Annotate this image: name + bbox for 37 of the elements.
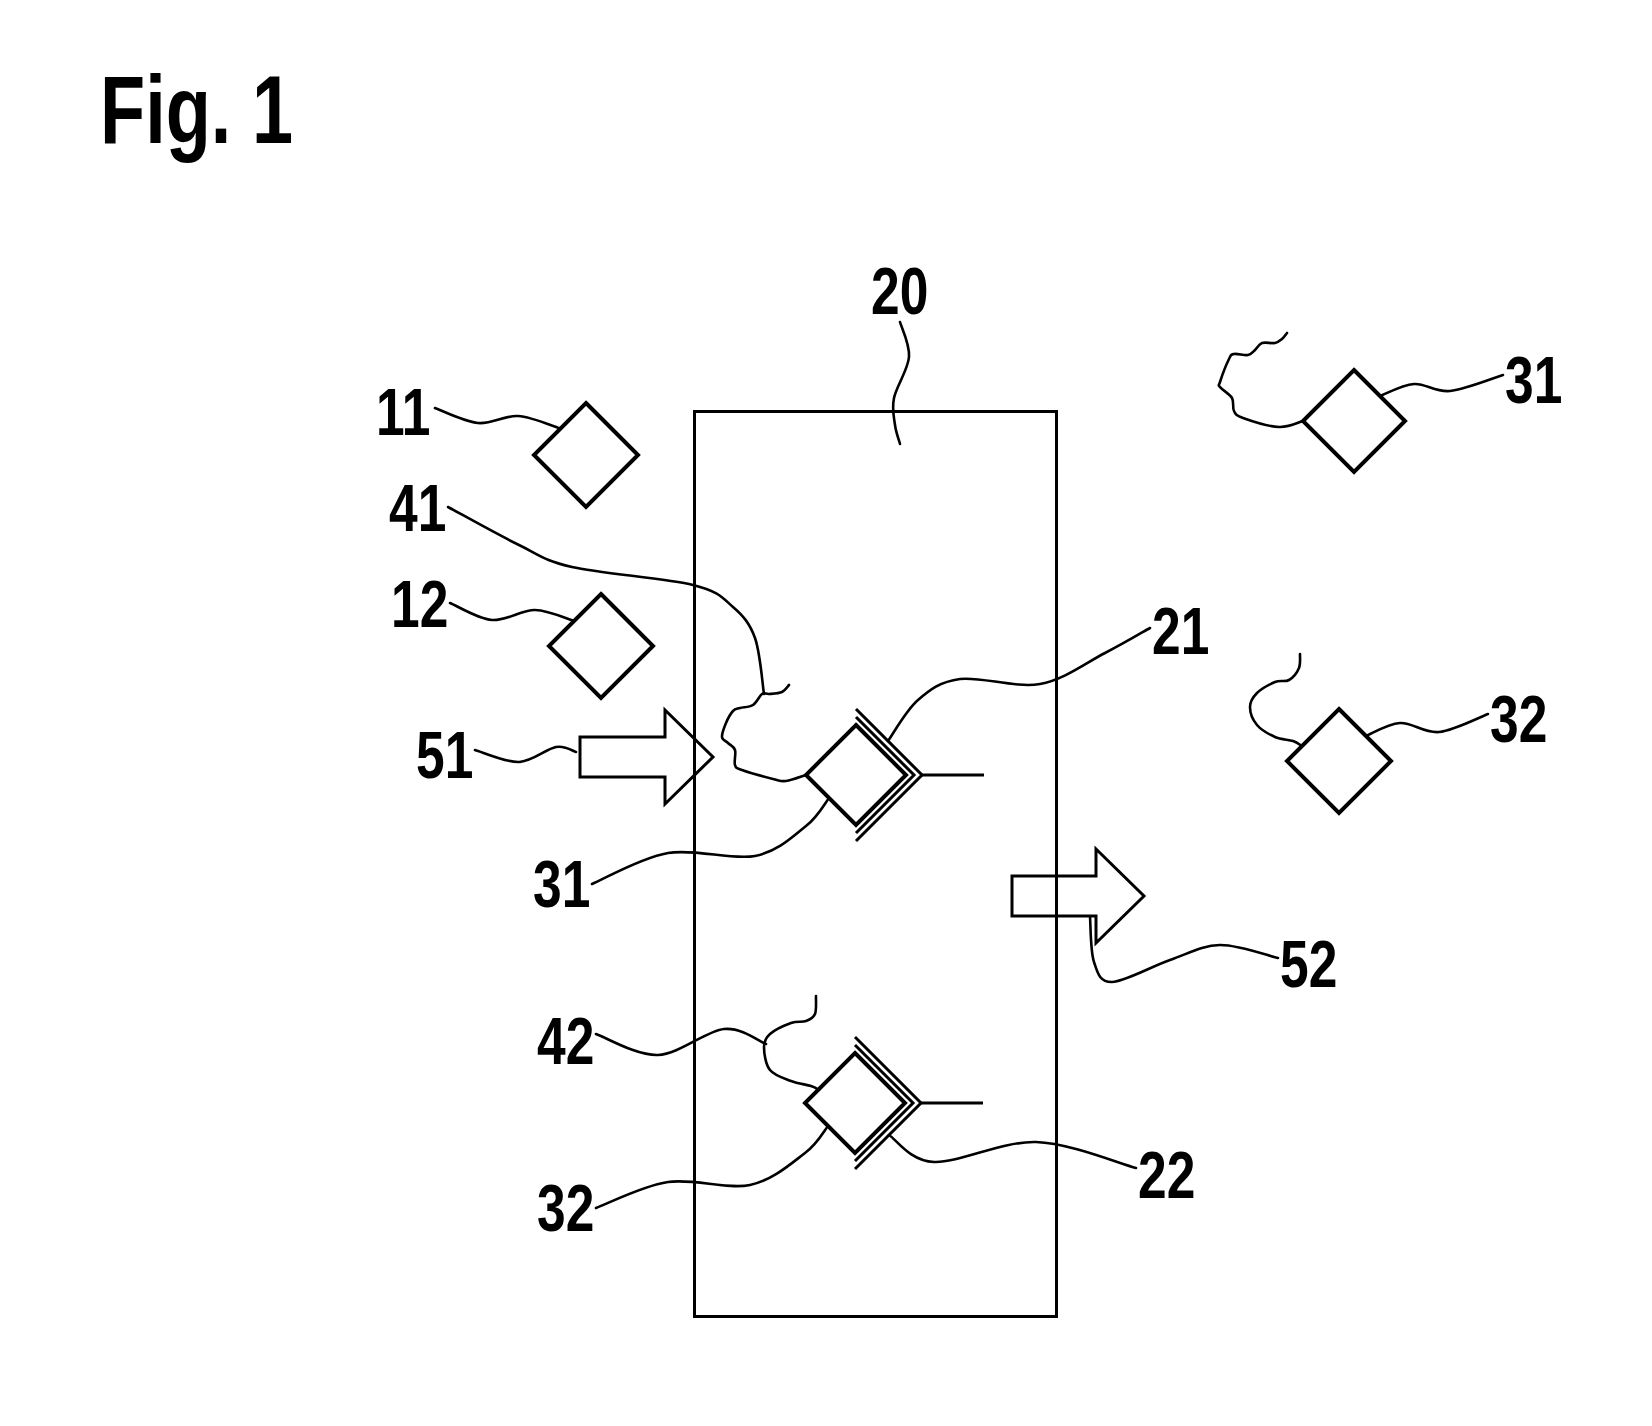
diamond-symbol xyxy=(803,722,909,828)
callout-number: 31 xyxy=(1505,340,1563,420)
leader-line xyxy=(887,1133,1138,1170)
leader-line xyxy=(1364,712,1490,738)
leader-line xyxy=(1378,373,1505,398)
diamond-symbol xyxy=(1300,367,1408,475)
block-arrow xyxy=(1010,845,1147,947)
leader-line xyxy=(594,1124,830,1210)
callout-number: 21 xyxy=(1152,591,1210,671)
leader-line xyxy=(473,745,578,764)
callout-number: 31 xyxy=(533,844,591,924)
callout-number: 32 xyxy=(1490,679,1548,759)
diamond-symbol xyxy=(802,1050,908,1156)
diamond-symbol xyxy=(1284,706,1394,816)
callout-number: 52 xyxy=(1280,924,1338,1004)
callout-number: 32 xyxy=(537,1168,595,1248)
leader-line xyxy=(590,796,831,886)
leader-line xyxy=(1088,915,1280,984)
leader-line xyxy=(594,1027,768,1057)
callout-number: 22 xyxy=(1138,1135,1196,1215)
callout-number: 12 xyxy=(391,564,449,644)
holder-bracket xyxy=(852,1034,986,1172)
callout-number: 51 xyxy=(416,715,474,795)
leader-line xyxy=(886,626,1152,743)
leader-line xyxy=(448,601,576,623)
block-arrow xyxy=(578,706,716,808)
diamond-symbol xyxy=(546,591,656,701)
callout-number: 20 xyxy=(871,251,929,331)
holder-bracket xyxy=(853,706,987,844)
diamond-symbol xyxy=(531,400,641,510)
leader-line xyxy=(433,406,561,430)
callout-number: 42 xyxy=(537,1001,595,1081)
leader-line xyxy=(891,320,911,446)
rectangular-housing xyxy=(693,410,1058,1318)
callout-number: 11 xyxy=(376,372,431,452)
callout-number: 41 xyxy=(389,468,447,548)
figure-title: Fig. 1 xyxy=(100,55,294,166)
